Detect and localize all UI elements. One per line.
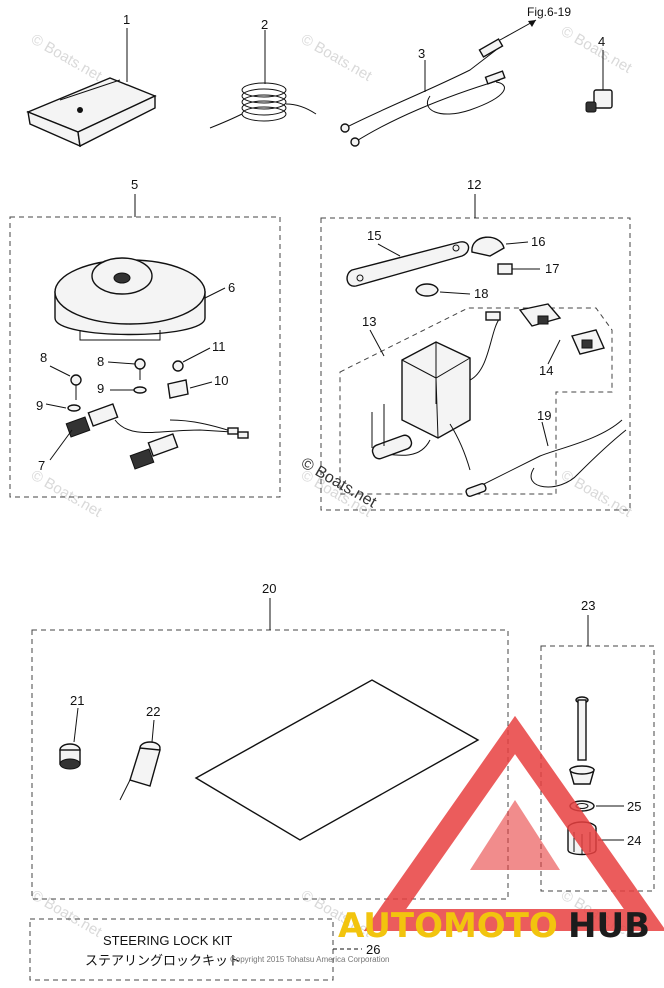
group-box-12 bbox=[320, 217, 631, 511]
part-number-8-left: 8 bbox=[40, 350, 47, 365]
brand-text-hub: HUB bbox=[568, 906, 650, 946]
part-2-coil-wire bbox=[209, 30, 317, 129]
part-number-5: 5 bbox=[131, 177, 138, 192]
part-22-fitting bbox=[119, 719, 161, 801]
watermark: © Boats.net bbox=[28, 31, 105, 85]
watermark: © Boats.net bbox=[28, 467, 105, 521]
part-4-cap bbox=[585, 50, 613, 113]
part-number-22: 22 bbox=[146, 704, 160, 719]
gasket-sheet bbox=[194, 679, 480, 841]
part-3-wire-harness bbox=[340, 19, 537, 147]
group-box-23 bbox=[540, 645, 655, 892]
screw-left bbox=[45, 365, 82, 412]
part-6-flywheel bbox=[54, 257, 226, 341]
part-number-24: 24 bbox=[627, 833, 641, 848]
part-number-8-center: 8 bbox=[97, 354, 104, 369]
part-number-4: 4 bbox=[598, 34, 605, 49]
part-number-25: 25 bbox=[627, 799, 641, 814]
watermark: © Boats.net bbox=[558, 467, 635, 521]
brand-wordmark: AUTOMOTO HUB bbox=[338, 906, 650, 946]
part-number-9-left: 9 bbox=[36, 398, 43, 413]
watermark: © Boats.net bbox=[298, 31, 375, 85]
part-number-11: 11 bbox=[212, 339, 226, 354]
part-number-19: 19 bbox=[537, 408, 551, 423]
part-number-17: 17 bbox=[545, 261, 559, 276]
part-23-valve bbox=[569, 696, 595, 785]
steering-lock-kit-title: STEERING LOCK KIT bbox=[103, 933, 232, 948]
part-number-10: 10 bbox=[214, 373, 228, 388]
part-18-clip bbox=[415, 283, 471, 297]
group-box-13 bbox=[339, 307, 613, 495]
part-number-9-center: 9 bbox=[97, 381, 104, 396]
part-13-regulator bbox=[371, 303, 562, 471]
part-number-1: 1 bbox=[123, 12, 130, 27]
part-7-charge-coil bbox=[49, 403, 249, 470]
part-10-clamp bbox=[167, 379, 213, 399]
group-box-5 bbox=[9, 216, 281, 498]
copyright-text: Copyright 2015 Tohatsu America Corporati… bbox=[230, 955, 390, 964]
part-number-3: 3 bbox=[418, 46, 425, 61]
part-19-sensor-wire bbox=[465, 419, 627, 498]
brand-text-automoto: AUTOMOTO bbox=[338, 906, 558, 946]
part-number-16: 16 bbox=[531, 234, 545, 249]
part-14-connector bbox=[547, 329, 605, 365]
part-number-20: 20 bbox=[262, 581, 276, 596]
part-17-bolt bbox=[497, 263, 540, 275]
watermark: © Boats.net bbox=[558, 23, 635, 77]
part-16-clamp bbox=[471, 236, 529, 257]
part-number-13: 13 bbox=[362, 314, 376, 329]
part-1-pouch bbox=[26, 28, 157, 148]
steering-lock-kit-title-jp: ステアリングロックキット bbox=[85, 954, 241, 969]
part-number-23: 23 bbox=[581, 598, 595, 613]
part-number-18: 18 bbox=[474, 286, 488, 301]
part-21-plug bbox=[59, 707, 81, 770]
part-11-screw bbox=[172, 347, 211, 372]
part-number-7: 7 bbox=[38, 458, 45, 473]
part-number-6: 6 bbox=[228, 280, 235, 295]
figure-reference: Fig.6-19 bbox=[527, 5, 571, 19]
watermark: © Boats.net bbox=[28, 887, 105, 941]
part-number-21: 21 bbox=[70, 693, 84, 708]
brand-logo-icon bbox=[363, 715, 664, 931]
part-number-26: 26 bbox=[366, 942, 380, 957]
part-number-2: 2 bbox=[261, 17, 268, 32]
part-number-12: 12 bbox=[467, 177, 481, 192]
part-15-bracket bbox=[346, 241, 470, 287]
part-number-14: 14 bbox=[539, 363, 553, 378]
part-number-15: 15 bbox=[367, 228, 381, 243]
screw-center bbox=[107, 358, 147, 394]
